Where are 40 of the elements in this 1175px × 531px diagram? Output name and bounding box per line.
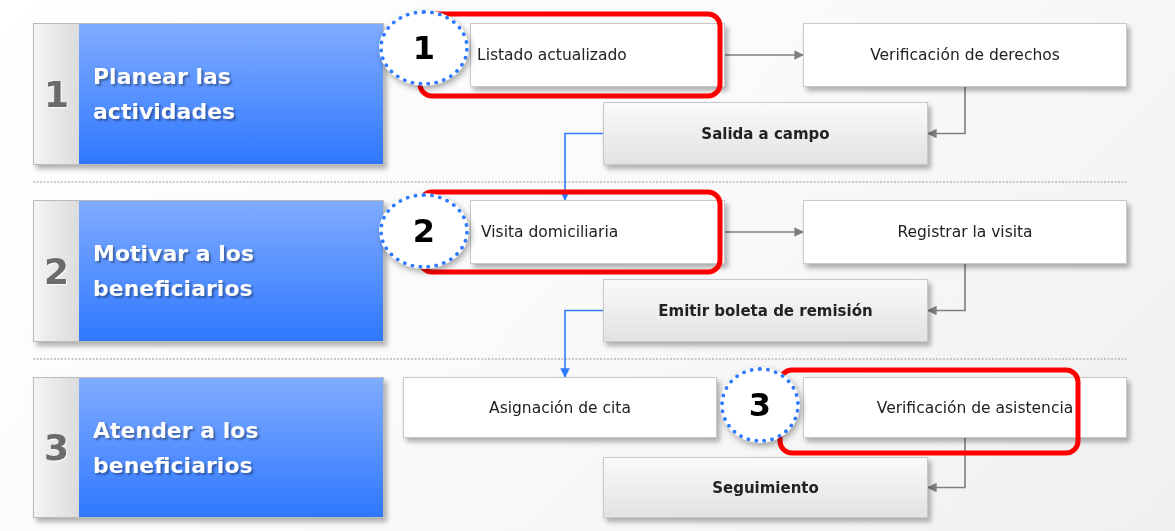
- arrow: [724, 227, 804, 237]
- step-label: Listado actualizado: [477, 46, 627, 64]
- stage-title: Atender a los beneficiarios: [93, 416, 260, 480]
- callout-circle: [379, 193, 469, 269]
- step-label: Visita domiciliaria: [481, 223, 619, 241]
- stage-title: Planear las actividades: [93, 63, 237, 126]
- arrow: [927, 437, 966, 493]
- stage-title: Motivar a los beneficiarios: [93, 240, 255, 303]
- arrow: [724, 50, 804, 60]
- stage-box: [33, 377, 384, 518]
- step-label: Registrar la visita: [897, 223, 1033, 241]
- step-label: Verificación de asistencia: [876, 398, 1074, 417]
- callout-number: 3: [748, 386, 772, 424]
- step-box: [603, 102, 928, 165]
- arrow: [560, 132, 604, 201]
- stage-number: 2: [43, 250, 70, 292]
- process-box: [403, 377, 717, 438]
- step-label: Salida a campo: [701, 124, 830, 143]
- stage-box: [33, 200, 384, 342]
- process-box: [803, 23, 1127, 87]
- callout-number: 2: [412, 212, 436, 250]
- step-label: Emitir boleta de remisión: [658, 301, 873, 320]
- process-box: [470, 200, 725, 264]
- callout-circle: [379, 10, 469, 86]
- step-label: Asignación de cita: [489, 398, 631, 417]
- process-box: [803, 200, 1127, 264]
- step-box: [603, 457, 928, 518]
- step-label: Seguimiento: [712, 478, 819, 497]
- process-box: [470, 23, 725, 87]
- arrow: [560, 309, 604, 378]
- step-label: Verificación de derechos: [870, 46, 1060, 64]
- stage-number: 3: [43, 427, 70, 468]
- stage-number: 1: [43, 73, 70, 115]
- process-box: [803, 377, 1127, 438]
- callout-number: 1: [412, 29, 436, 67]
- arrow: [927, 263, 966, 316]
- callout-circle: [720, 367, 800, 443]
- stage-box: [33, 23, 384, 165]
- step-box: [603, 279, 928, 342]
- arrow: [927, 86, 966, 139]
